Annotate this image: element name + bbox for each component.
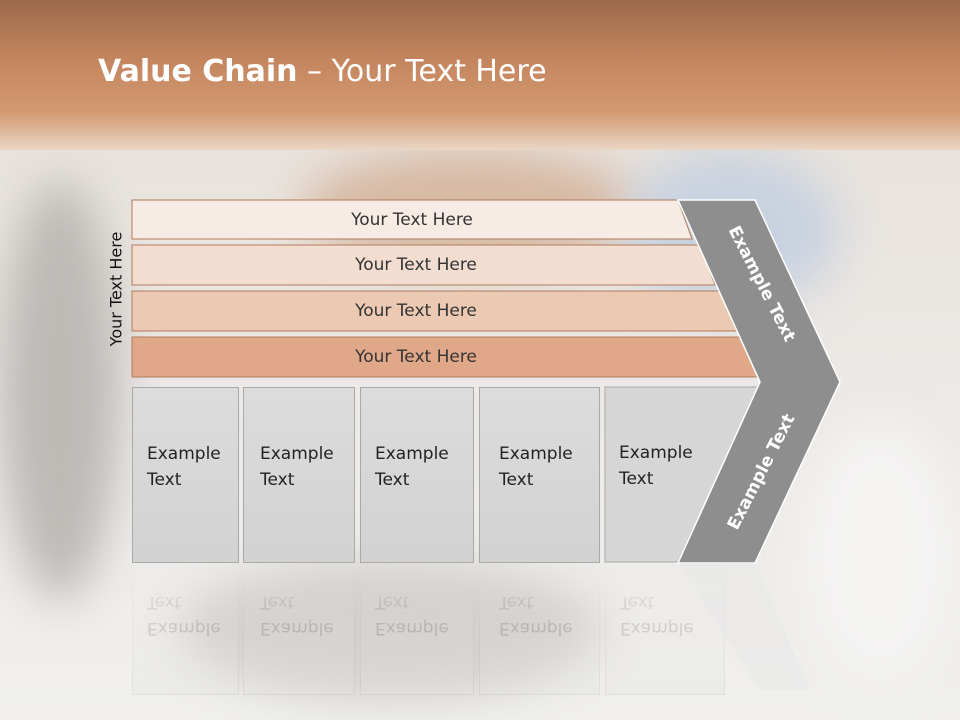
column-reflection: Example Text — [605, 565, 725, 695]
column-text-line2: Text — [375, 470, 410, 490]
reflection-text: Example — [147, 618, 221, 638]
page-title: Value Chain – Your Text Here — [98, 54, 547, 89]
header-band — [0, 0, 960, 150]
reflection-text: Text — [260, 592, 295, 612]
title-rest: – Your Text Here — [297, 54, 547, 89]
bar-label-1: Your Text Here — [355, 255, 477, 275]
value-bar: Your Text Here — [132, 200, 692, 239]
column-text-line2: Text — [260, 470, 295, 490]
value-column: Example Text — [479, 387, 600, 563]
column-text-line1: Example — [499, 444, 573, 464]
column-text-line2: Text — [147, 470, 182, 490]
column-reflection: Example Text — [360, 565, 474, 695]
column-text-line2: Text — [499, 470, 534, 490]
chevron-reflection — [678, 563, 810, 690]
background-blur-shape — [0, 180, 120, 600]
reflection-text: Example — [499, 618, 573, 638]
reflection-box: Example Text — [605, 565, 725, 695]
bar-label-3: Your Text Here — [355, 347, 477, 367]
column-reflection: Example Text — [479, 565, 600, 695]
column-text-line1: Example — [375, 444, 449, 464]
reflection-text: Example — [375, 618, 449, 638]
reflection-text: Text — [499, 592, 534, 612]
reflection-box: Example Text — [479, 565, 600, 695]
bar-shape-1 — [131, 244, 716, 286]
reflection-text: Text — [620, 592, 655, 612]
reflection-box: Example Text — [360, 565, 474, 695]
reflection-text: Text — [147, 592, 182, 612]
column-text-line1: Example — [147, 444, 221, 464]
reflection-box: Example Text — [132, 565, 239, 695]
reflection-text: Text — [375, 592, 410, 612]
column-text-line1: Example — [260, 444, 334, 464]
reflection-text: Example — [620, 618, 694, 638]
background-blur-shape — [800, 420, 960, 680]
value-column: Example Text — [132, 387, 239, 563]
column-text-line2: Text — [619, 469, 654, 489]
reflection-box: Example Text — [243, 565, 355, 695]
value-column: Example Text — [605, 387, 725, 563]
column-reflection: Example Text — [132, 565, 239, 695]
bar-label-0: Your Text Here — [351, 209, 473, 230]
title-bold: Value Chain — [98, 54, 298, 89]
background-blur-shape — [180, 560, 600, 700]
value-column: Example Text — [360, 387, 474, 563]
value-bar: Your Text Here — [132, 291, 700, 331]
value-bar: Your Text Here — [132, 245, 700, 285]
reflection-text: Example — [260, 618, 334, 638]
value-column: Example Text — [243, 387, 355, 563]
value-bar: Your Text Here — [132, 337, 700, 377]
column-text-line1: Example — [619, 443, 693, 463]
bar-label-2: Your Text Here — [355, 301, 477, 321]
bar-shape-0 — [131, 199, 693, 240]
column-reflection: Example Text — [243, 565, 355, 695]
